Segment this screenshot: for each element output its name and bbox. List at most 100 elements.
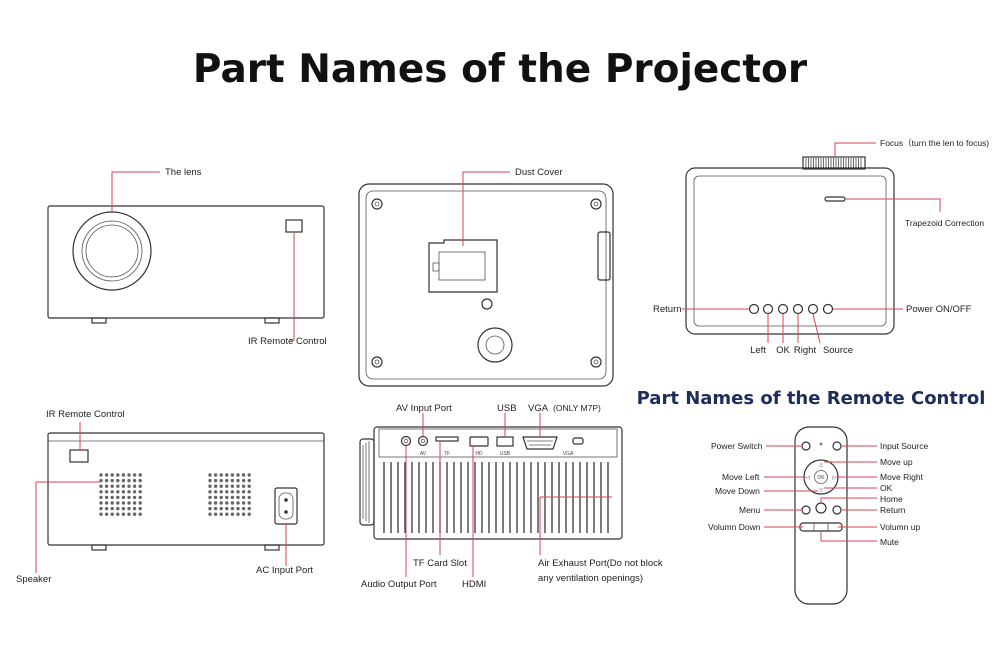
dpad-up-icon: △ <box>819 462 823 468</box>
grille-hole <box>242 473 245 476</box>
grille-hole <box>133 479 136 482</box>
grille-hole <box>214 490 217 493</box>
label-the-lens: The lens <box>165 167 202 178</box>
top-button-power[interactable] <box>824 305 833 314</box>
grille-hole <box>122 479 125 482</box>
grille-hole <box>139 501 142 504</box>
grille-hole <box>214 507 217 510</box>
grille-hole <box>220 479 223 482</box>
grille-hole <box>248 513 251 516</box>
grille-hole <box>133 501 136 504</box>
grille-hole <box>236 490 239 493</box>
grille-hole <box>139 496 142 499</box>
label-volume-down: Volumn Down <box>708 522 761 532</box>
grille-hole <box>127 473 130 476</box>
lens-icon <box>73 212 151 290</box>
grille-hole <box>208 501 211 504</box>
grille-hole <box>242 479 245 482</box>
grille-hole <box>122 496 125 499</box>
grille-hole <box>133 513 136 516</box>
grille-hole <box>139 485 142 488</box>
grille-hole <box>116 496 119 499</box>
grille-hole <box>242 490 245 493</box>
grille-hole <box>116 473 119 476</box>
page-title: Part Names of the Projector <box>193 47 808 92</box>
remote-volume-bar[interactable] <box>800 523 842 531</box>
grille-hole <box>208 496 211 499</box>
remote-button-power[interactable] <box>802 442 810 450</box>
remote-button-return[interactable] <box>833 506 841 514</box>
label-top-return: Return <box>653 304 682 315</box>
grille-hole <box>225 479 228 482</box>
grille-hole <box>127 507 130 510</box>
grille-hole <box>99 513 102 516</box>
grille-hole <box>116 485 119 488</box>
grille-hole <box>242 496 245 499</box>
remote-button-input-source[interactable] <box>833 442 841 450</box>
grille-hole <box>220 513 223 516</box>
label-front-ir-remote: IR Remote Control <box>248 336 327 347</box>
grille-hole <box>225 485 228 488</box>
grille-hole <box>242 501 245 504</box>
label-speaker: Speaker <box>16 574 51 585</box>
label-home: Home <box>880 494 903 504</box>
top-button-left[interactable] <box>764 305 773 314</box>
grille-hole <box>236 473 239 476</box>
grille-hole <box>105 501 108 504</box>
grille-hole <box>122 507 125 510</box>
label-top-power: Power ON/OFF <box>906 304 972 315</box>
port-mark-hd: HD <box>475 451 483 457</box>
grille-hole <box>116 513 119 516</box>
label-focus: Focus（turn the len to focus) <box>880 138 989 148</box>
remote-button-menu[interactable] <box>802 506 810 514</box>
remote-ok-glyph: OK <box>817 475 825 481</box>
grille-hole <box>116 479 119 482</box>
grille-hole <box>133 485 136 488</box>
focus-wheel-icon <box>806 158 861 168</box>
grille-hole <box>133 507 136 510</box>
label-top-source: Source <box>823 345 853 356</box>
grille-hole <box>225 513 228 516</box>
port-mark-tf: TF <box>444 451 450 457</box>
grille-hole <box>99 485 102 488</box>
top-button-source[interactable] <box>809 305 818 314</box>
grille-hole <box>111 473 114 476</box>
top-button-return[interactable] <box>750 305 759 314</box>
grille-hole <box>127 496 130 499</box>
grille-hole <box>236 513 239 516</box>
port-mark-av: AV <box>420 451 427 457</box>
label-air-exhaust-2: any ventilation openings) <box>538 573 643 584</box>
grille-hole <box>248 485 251 488</box>
grille-hole <box>225 490 228 493</box>
grille-hole <box>133 490 136 493</box>
label-air-exhaust-1: Air Exhaust Port(Do not block <box>538 558 663 569</box>
projector-top-view <box>686 157 894 334</box>
grille-hole <box>231 501 234 504</box>
grille-hole <box>122 501 125 504</box>
label-move-up: Move up <box>880 457 913 467</box>
hdmi-port-icon <box>470 437 488 446</box>
grille-hole <box>214 501 217 504</box>
projector-rear-view <box>48 433 324 550</box>
grille-hole <box>242 513 245 516</box>
av-port-icon <box>402 437 411 446</box>
grille-hole <box>220 496 223 499</box>
label-remote-return: Return <box>880 505 906 515</box>
grille-hole <box>111 479 114 482</box>
grille-hole <box>248 496 251 499</box>
remote-button-home[interactable] <box>816 503 826 513</box>
grille-hole <box>127 490 130 493</box>
label-remote-ok: OK <box>880 483 893 493</box>
grille-hole <box>105 507 108 510</box>
grille-hole <box>214 479 217 482</box>
label-rear-ir-remote: IR Remote Control <box>46 409 125 420</box>
grille-hole <box>111 490 114 493</box>
top-button-ok[interactable] <box>779 305 788 314</box>
top-button-right[interactable] <box>794 305 803 314</box>
projector-port-side-view: AV TF HD USB VGA <box>360 427 622 539</box>
ac-input-port-icon <box>275 488 297 524</box>
grille-hole <box>248 479 251 482</box>
grille-hole <box>139 473 142 476</box>
label-move-down: Move Down <box>715 486 760 496</box>
grille-hole <box>214 496 217 499</box>
